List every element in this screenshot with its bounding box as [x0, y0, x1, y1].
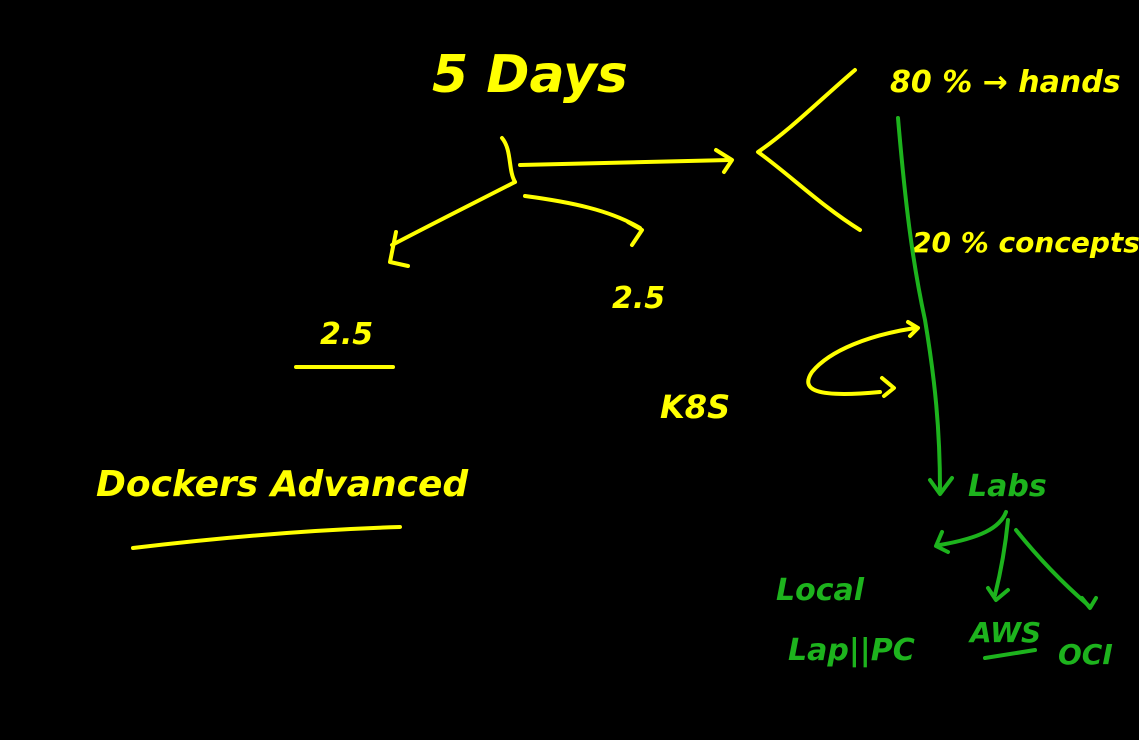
- split-right-label: 2.5: [612, 281, 665, 316]
- underline-docker: [131, 525, 402, 550]
- arrow-right-line: [518, 158, 732, 167]
- k8s-loop-arrow: [806, 326, 917, 396]
- docker-advanced-label: Dockers Advanced: [96, 464, 469, 505]
- labs-mid-head: [986, 586, 1010, 602]
- labs-right-head: [1080, 596, 1098, 610]
- title-text: 5 Days: [432, 45, 628, 105]
- underline-aws: [983, 648, 1037, 660]
- percent-hands-label: 80 % → hands: [890, 65, 1121, 100]
- labs-label: Labs: [968, 469, 1047, 504]
- arrow-mid-head: [626, 220, 644, 247]
- laptop-pc-label: Lap||PC: [788, 633, 915, 668]
- oci-label: OCI: [1058, 638, 1113, 671]
- arrow-mid-line: [523, 194, 642, 230]
- arrow-right-head: [714, 148, 734, 174]
- fork-lines: [756, 68, 862, 232]
- labs-mid-line: [993, 518, 1010, 597]
- vertical-down-head: [928, 476, 954, 496]
- local-label: Local: [776, 573, 865, 608]
- vertical-down-line: [896, 116, 942, 492]
- labs-right-line: [1014, 528, 1090, 607]
- labs-left-line: [938, 510, 1008, 547]
- k8s-loop-head-top: [906, 320, 920, 338]
- aws-label: AWS: [968, 616, 1041, 649]
- percent-concepts-label: 20 % concepts: [912, 226, 1139, 259]
- labs-left-head: [934, 530, 950, 554]
- arrow-left-head: [388, 230, 410, 268]
- k8s-label: K8S: [660, 388, 730, 426]
- brace-stroke: [500, 136, 517, 184]
- k8s-loop-head-bottom: [880, 376, 896, 398]
- split-left-label: 2.5: [320, 317, 373, 352]
- arrow-left-line: [390, 180, 517, 247]
